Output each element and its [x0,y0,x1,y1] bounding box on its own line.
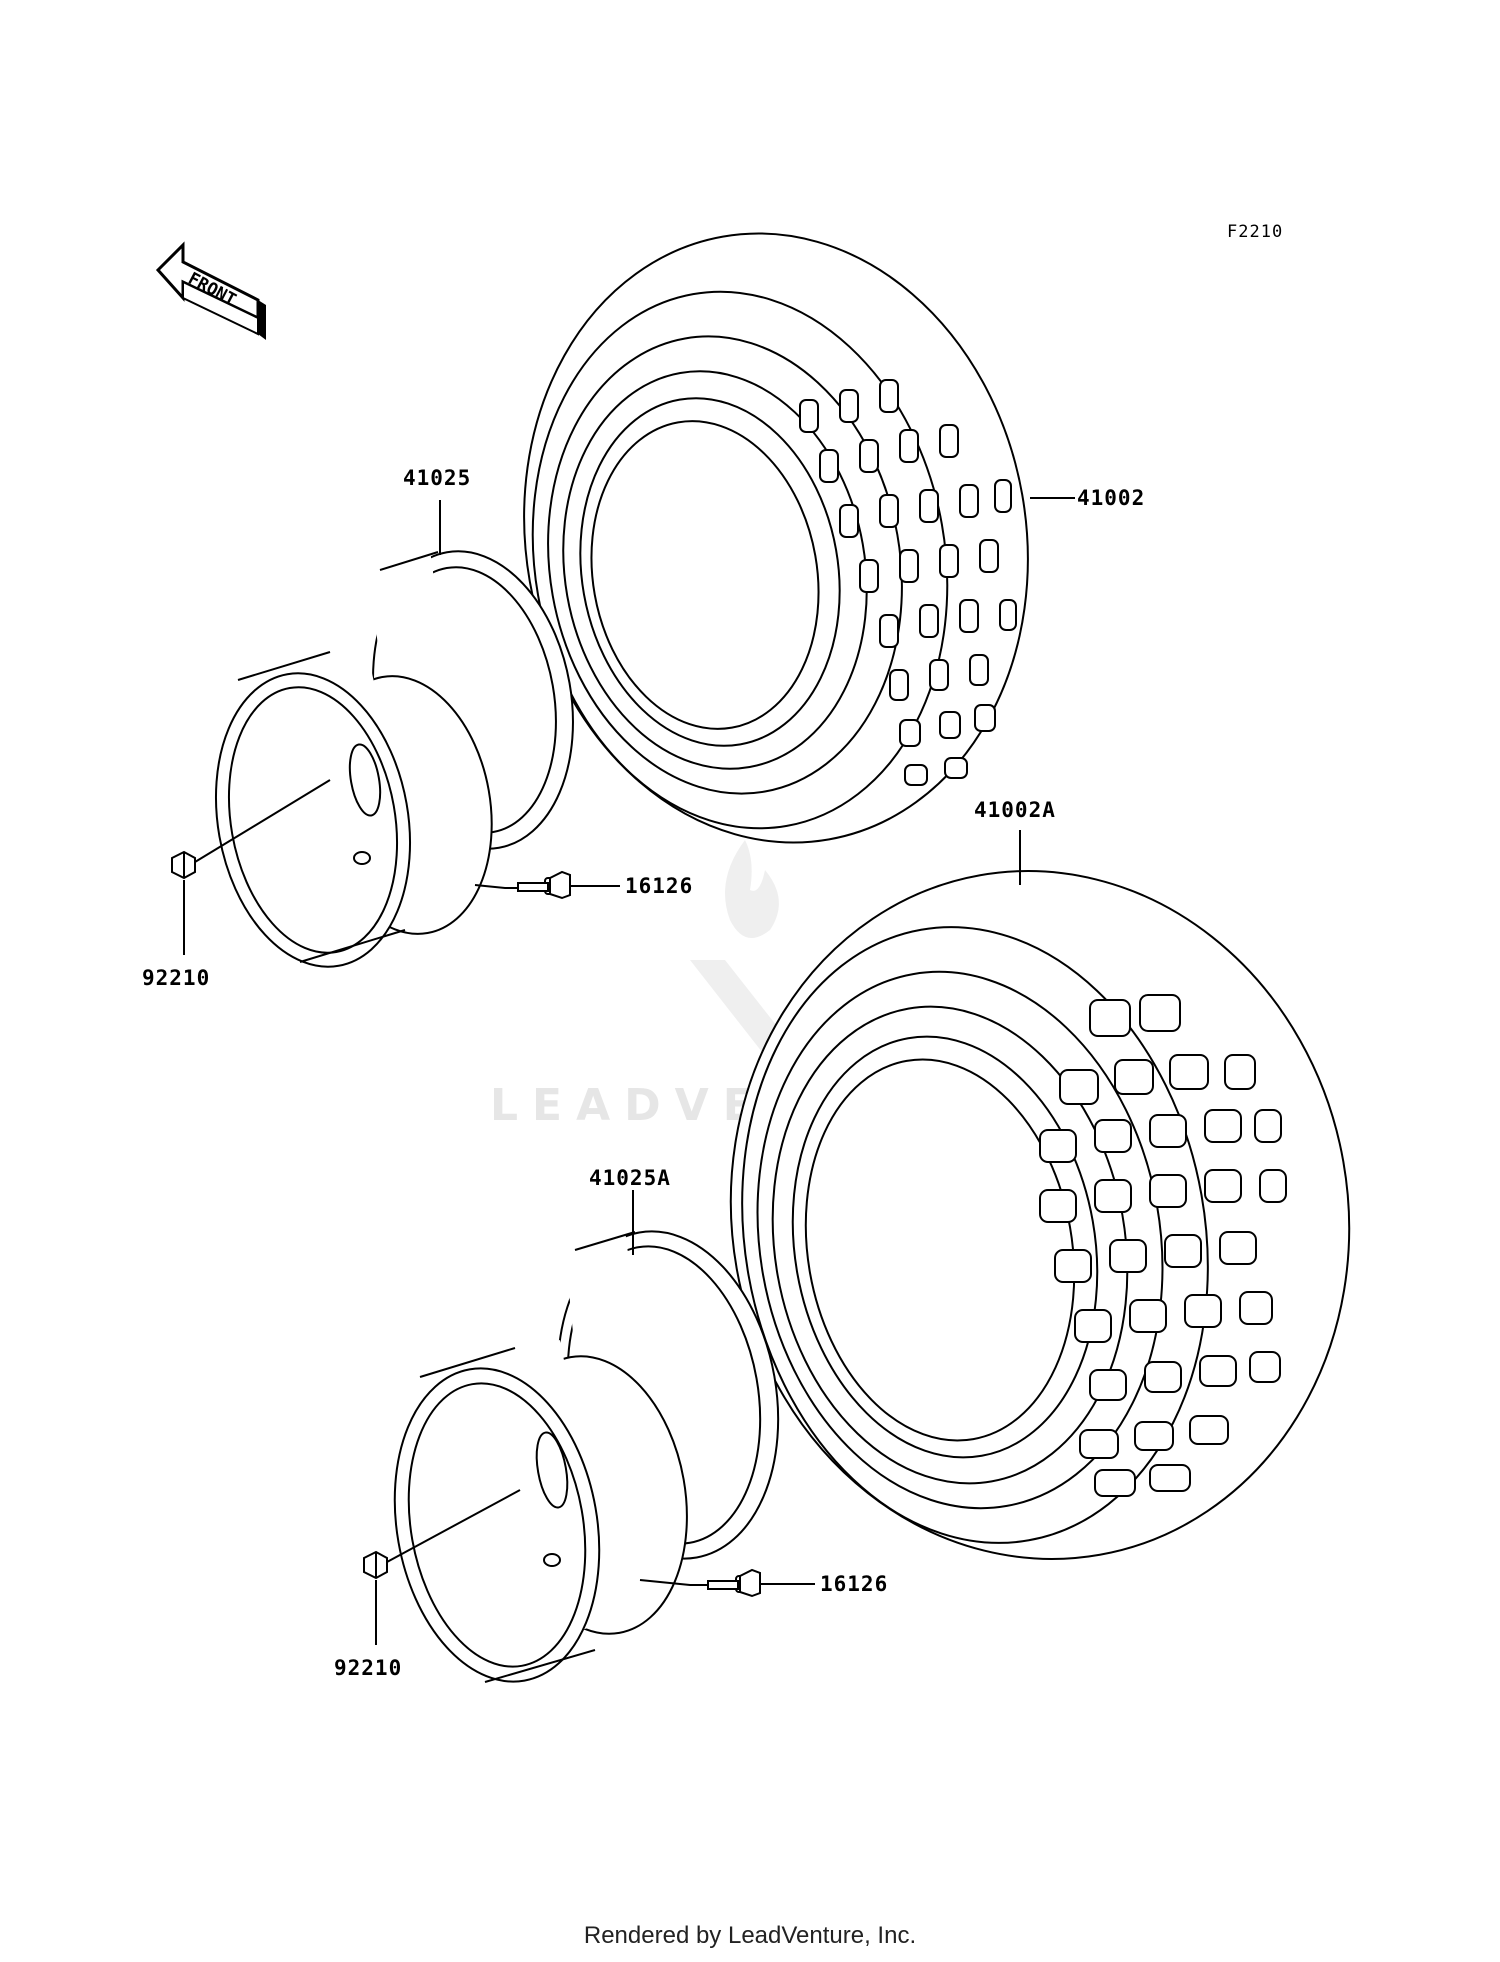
front-arrow-icon: FRONT [155,241,266,340]
leader-lines [183,497,1075,1645]
label-41025a: 41025A [589,1166,671,1190]
label-41025: 41025 [403,466,471,490]
rear-valve-icon [707,1568,761,1598]
rear-rim [393,1230,780,1683]
front-tire [523,232,1029,844]
front-nut-icon [171,850,196,880]
label-41002: 41002 [1077,486,1145,510]
footer-credit: Rendered by LeadVenture, Inc. [583,1922,917,1949]
label-16126-rear: 16126 [820,1572,888,1596]
front-valve-icon [517,870,571,900]
front-tire-tread [799,379,1017,786]
label-41002a: 41002A [974,798,1056,822]
rear-nut-icon [363,1550,388,1580]
rear-tire-tread [1039,994,1287,1497]
label-16126-front: 16126 [625,874,693,898]
label-92210-rear: 92210 [334,1656,402,1680]
diagram-code: F2210 [1227,222,1283,242]
label-92210-front: 92210 [142,966,210,990]
front-rim [214,550,574,968]
rear-tire [729,870,1351,1560]
